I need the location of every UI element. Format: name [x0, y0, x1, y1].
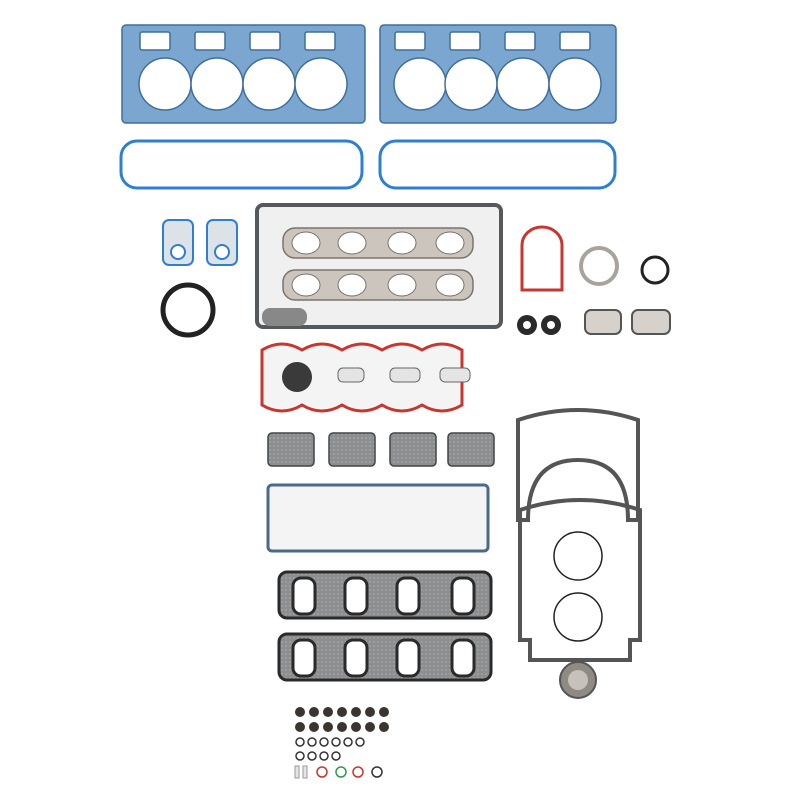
small-o-rings: [295, 737, 383, 778]
valve-cover-gasket-right: [378, 139, 617, 190]
crank-sleeve-inner: [568, 670, 588, 690]
intake-ports: [291, 576, 476, 678]
cam-seals: [517, 315, 561, 335]
front-cover-gasket: [518, 498, 642, 662]
rear-main-seal: [160, 282, 216, 338]
intake-gaskets: [277, 570, 493, 682]
bolt-sleeves: [294, 765, 308, 779]
head-gasket-left: [121, 24, 366, 124]
egr-gaskets: [584, 309, 671, 335]
small-gaskets: [337, 367, 471, 383]
rear-cover-gasket: [516, 408, 640, 522]
water-pump-gaskets: [162, 219, 238, 266]
front-crank-seal: [282, 362, 312, 392]
metal-ring: [579, 246, 619, 286]
o-ring-large-1: [553, 531, 603, 581]
head-gasket-right: [379, 24, 617, 124]
black-o-ring: [640, 255, 670, 285]
valve-cover-gasket-left: [119, 139, 364, 190]
valley-cover-gasket: [266, 483, 490, 553]
lifter-plates: [267, 432, 495, 467]
valve-stem-seals: [295, 707, 389, 732]
red-gasket: [520, 225, 564, 292]
o-ring-large-2: [553, 592, 603, 642]
oil-pan-gasket: [255, 203, 503, 329]
